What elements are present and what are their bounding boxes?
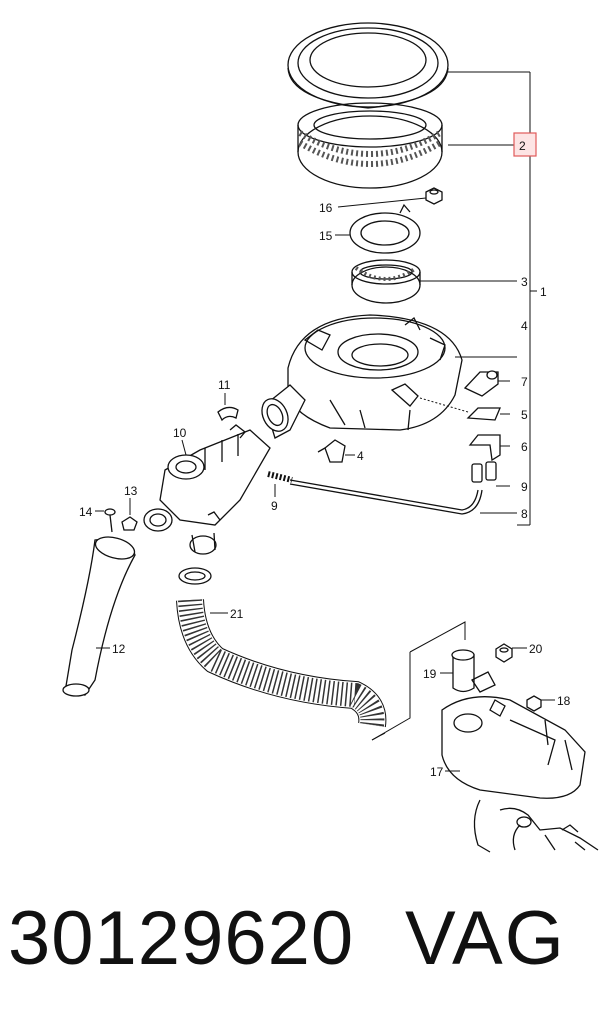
callout-label: 20 — [529, 642, 543, 656]
callout-label: 12 — [112, 642, 126, 656]
callout-label: 8 — [521, 507, 528, 521]
spring-9-left[interactable] — [267, 471, 293, 497]
callout-label: 14 — [79, 505, 93, 519]
bracket-7[interactable] — [463, 370, 510, 397]
part-number: 30129620 — [8, 896, 355, 981]
clip-11[interactable] — [217, 393, 239, 422]
callout-label: 5 — [521, 408, 528, 422]
callout-label: 2 — [519, 139, 526, 153]
air-filter-housing[interactable] — [287, 314, 517, 431]
intake-snorkel[interactable] — [257, 384, 306, 439]
callout-label: 6 — [521, 440, 528, 454]
nut-18[interactable] — [526, 695, 555, 712]
callout-label: 4 — [521, 319, 528, 333]
regulator-10[interactable] — [143, 424, 271, 555]
callout-label: 19 — [423, 667, 437, 681]
sleeve-19[interactable] — [440, 649, 475, 693]
engine-block-fragment — [473, 799, 599, 853]
rod-8[interactable] — [289, 479, 517, 515]
callout-label: 15 — [319, 229, 333, 243]
callout-label: 1 — [540, 285, 547, 299]
clip-4[interactable] — [317, 439, 355, 463]
callout-label: 21 — [230, 607, 244, 621]
highlight-box-part-2 — [513, 132, 537, 157]
callout-label: 9 — [271, 499, 278, 513]
retaining-plate-15[interactable] — [335, 203, 421, 254]
hose-clamp[interactable] — [178, 567, 212, 585]
nut-13[interactable] — [121, 498, 138, 531]
mounting-frame[interactable] — [371, 621, 466, 741]
callout-label: 3 — [521, 275, 528, 289]
callout-label: 9 — [521, 480, 528, 494]
corrugated-hose-21[interactable] — [176, 598, 387, 728]
bracket-6[interactable] — [468, 434, 510, 462]
filter-lid[interactable] — [287, 22, 517, 109]
callout-label: 13 — [124, 484, 138, 498]
callout-label: 17 — [430, 765, 444, 779]
footer: 30129620 VAG — [0, 895, 600, 1005]
callout-label: 10 — [173, 426, 187, 440]
filter-element[interactable] — [297, 102, 514, 189]
callout-label: 7 — [521, 375, 528, 389]
callout-label: 11 — [218, 378, 231, 392]
sealing-ring-3[interactable] — [351, 259, 517, 304]
callout-label: 4 — [357, 449, 364, 463]
plate-5[interactable] — [419, 397, 510, 421]
brand-name: VAG — [405, 896, 566, 981]
callout-label: 18 — [557, 694, 571, 708]
bushing-9-right[interactable] — [471, 461, 510, 487]
hose-12[interactable] — [62, 533, 137, 697]
mount-17[interactable] — [441, 671, 586, 799]
screw-14[interactable] — [95, 508, 116, 533]
nut-16[interactable] — [337, 187, 443, 208]
nut-20[interactable] — [495, 643, 527, 663]
callout-label: 16 — [319, 201, 333, 215]
